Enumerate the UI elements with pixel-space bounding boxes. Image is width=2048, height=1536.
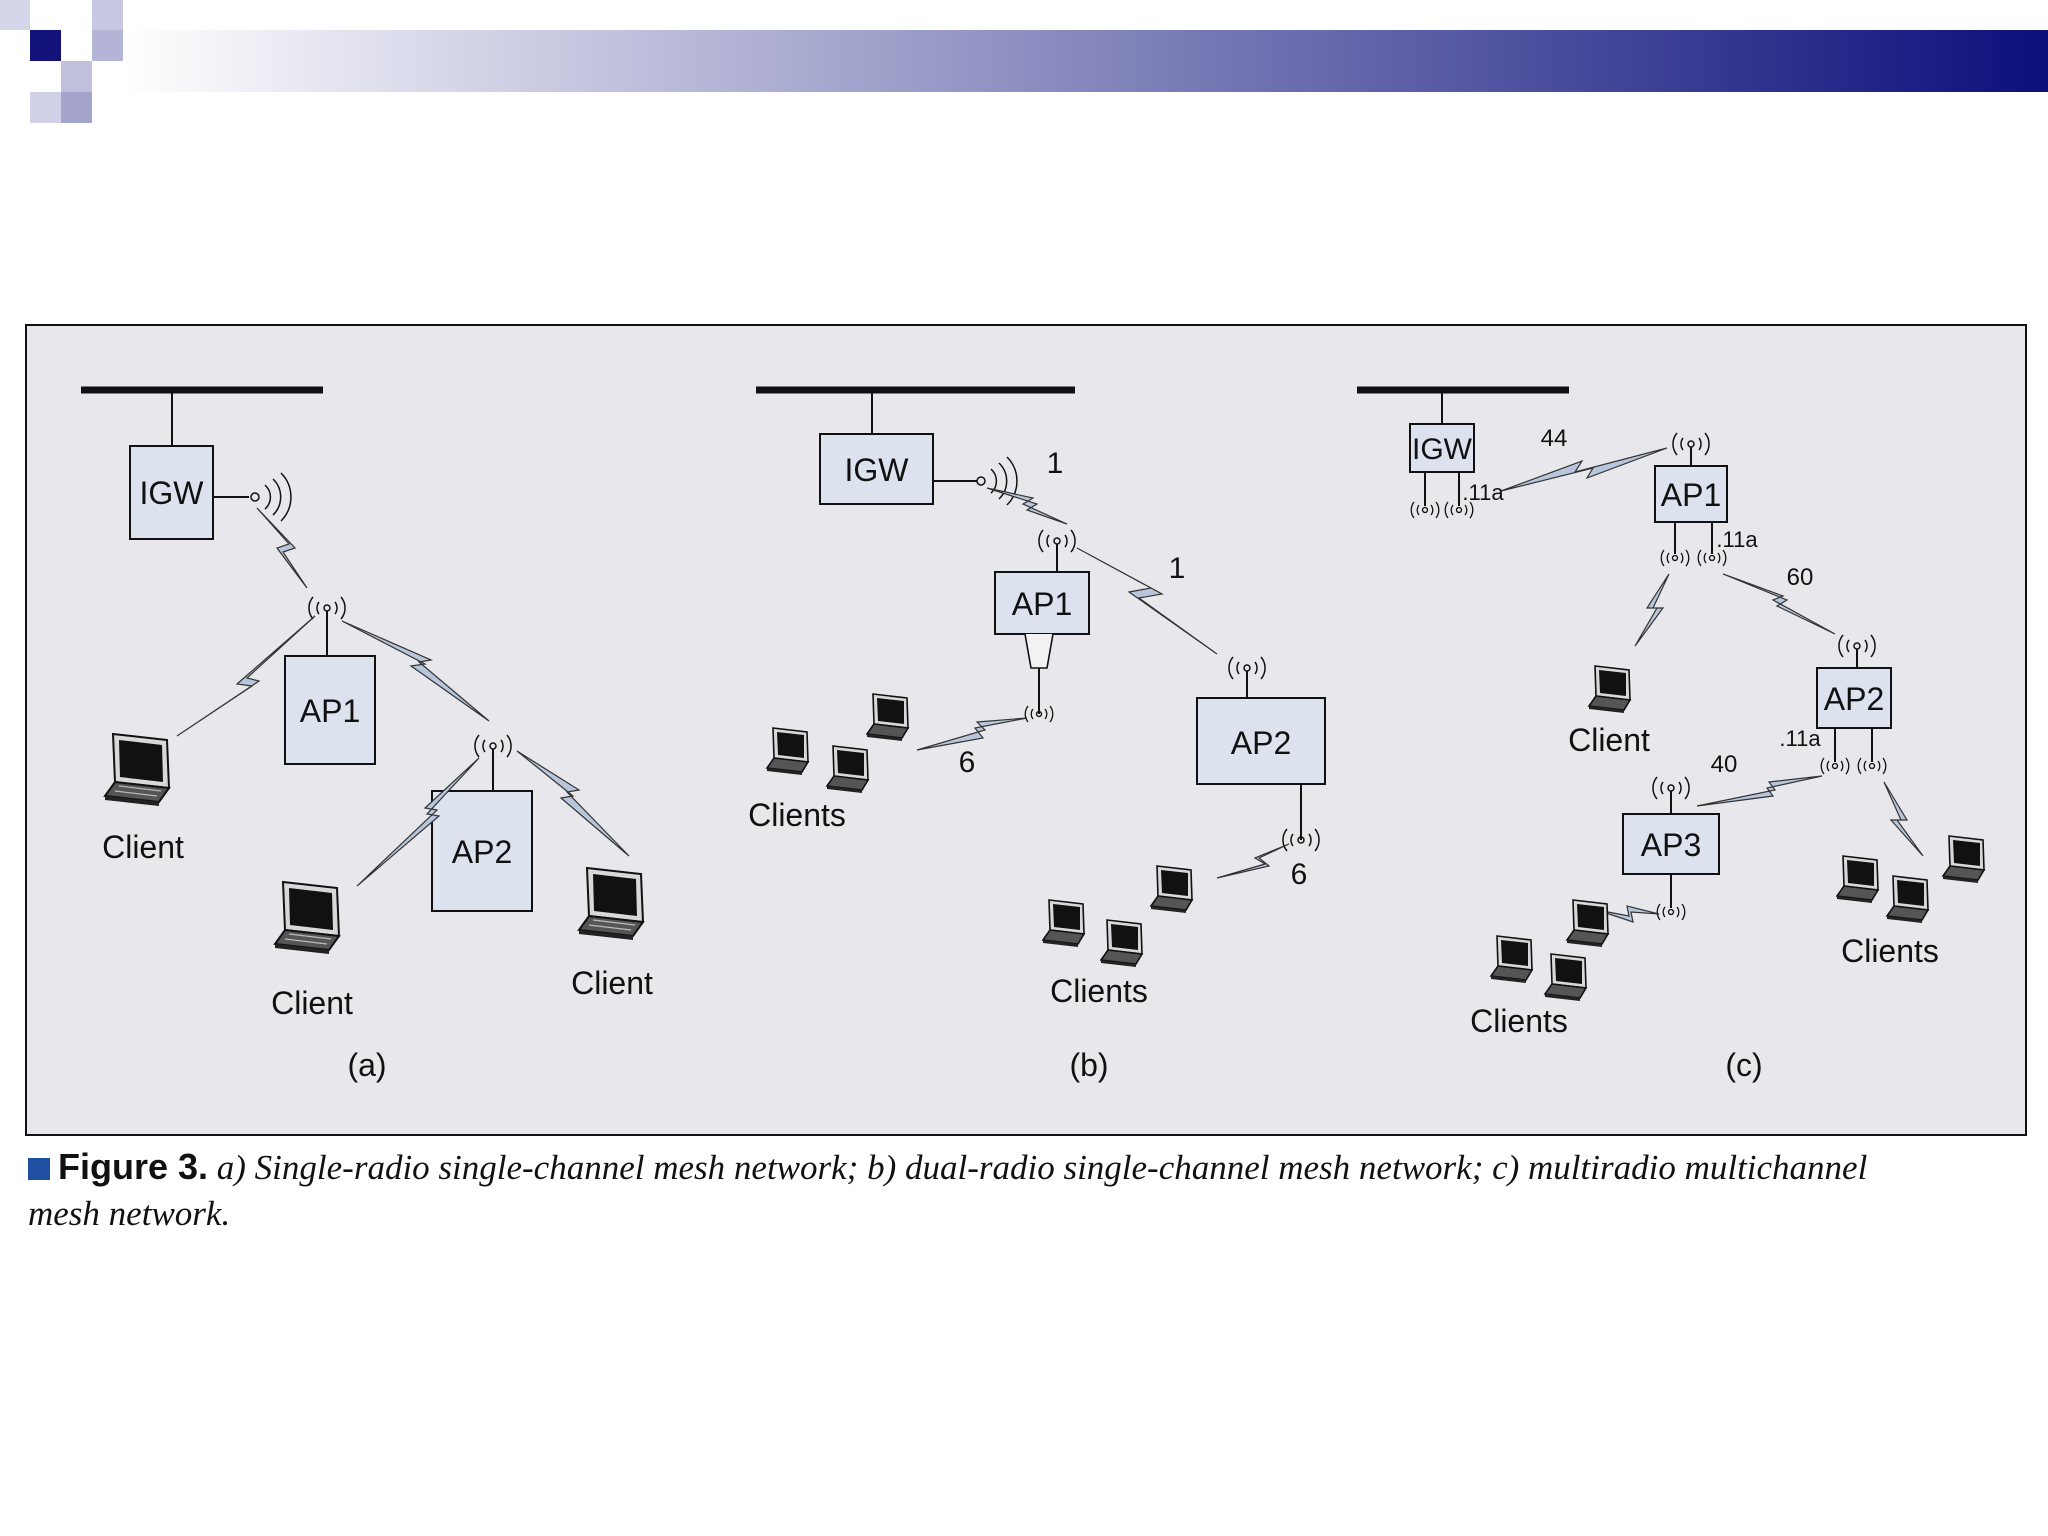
client-left-label-a: Client: [102, 829, 184, 865]
header-gradient-bar: [125, 30, 2048, 92]
channel-ap2-clients-b: 6: [1291, 858, 1308, 891]
sublabel-c: (c): [1725, 1047, 1762, 1083]
panel-a-single-radio: IGW AP1 AP2 Client Client Client (a): [81, 386, 653, 1083]
clients-left-label-b: Clients: [748, 797, 846, 833]
ap1-label-a: AP1: [300, 693, 360, 729]
link-igw-ap1-b: [986, 487, 1068, 525]
igw-antenna-a: [250, 472, 292, 522]
header-logo-squares: [0, 0, 123, 123]
link-igw-ap1-c: [1500, 447, 1668, 492]
laptop-client-left-a: [104, 733, 170, 807]
channel-ap1-clients-b: 6: [959, 746, 976, 779]
link-ap1-client-c: [1634, 573, 1670, 647]
clients-ap3-label-c: Clients: [1470, 1003, 1568, 1039]
ap1-radio-b: [1024, 633, 1054, 669]
igw-antenna-b: [976, 456, 1018, 506]
radio-ap1-c: .11a: [1716, 527, 1758, 552]
laptop-client-ap1-c: [1588, 665, 1631, 714]
caption-figure-label: Figure 3.: [58, 1146, 209, 1187]
ap2-node-a: AP2: [431, 790, 533, 912]
igw-node-c: IGW: [1409, 423, 1475, 473]
link-ap1-clients-b: [916, 717, 1028, 751]
ap3-label-c: AP3: [1641, 827, 1701, 863]
caption-text: a) Single-radio single-channel mesh netw…: [28, 1148, 1868, 1233]
igw-node-b: IGW: [819, 433, 934, 505]
link-ap2-client-right-a: [516, 750, 630, 857]
link-ap2-ap3-c: [1696, 775, 1823, 807]
laptop-client-right-a: [578, 867, 644, 941]
igw-label-b: IGW: [845, 452, 910, 488]
client-mid-label-a: Client: [271, 985, 353, 1021]
ap2-label-b: AP2: [1231, 725, 1291, 761]
ap1-node-c: AP1: [1654, 465, 1728, 523]
link-ap1-ap2-c: [1722, 573, 1836, 635]
link-ap2-clients-c: [1883, 781, 1924, 857]
clients-group-ap2-c: [1836, 835, 1985, 924]
clients-group-left-b: [766, 693, 909, 794]
igw-label-a: IGW: [140, 475, 205, 511]
ap2-node-c: AP2: [1816, 667, 1892, 729]
figure-caption: Figure 3. a) Single-radio single-channel…: [28, 1144, 1908, 1237]
ap2-label-a: AP2: [452, 834, 512, 870]
channel-ap2-ap3-c: 40: [1711, 751, 1738, 778]
slide-header-bar: [0, 0, 2048, 123]
channel-igw-ap1-c: 44: [1541, 425, 1568, 452]
link-ap2-client-mid-a: [356, 757, 480, 887]
sublabel-a: (a): [347, 1047, 386, 1083]
link-ap1-ap2-b: [1076, 547, 1218, 655]
sublabel-b: (b): [1069, 1047, 1108, 1083]
client-ap1-label-c: Client: [1568, 722, 1650, 758]
ap2-label-c: AP2: [1824, 681, 1884, 717]
link-ap1-ap2-a: [341, 620, 490, 722]
client-right-label-a: Client: [571, 965, 653, 1001]
radio-ap2-c: .11a: [1779, 726, 1821, 751]
link-ap1-client-left-a: [176, 615, 316, 737]
link-ap2-clients-b: [1216, 843, 1290, 879]
figure-panel: IGW AP1 AP2 Client Client Client (a): [25, 324, 2027, 1136]
link-igw-ap1-a: [256, 507, 308, 589]
clients-group-right-b: [1042, 865, 1193, 968]
caption-bullet-square: [28, 1158, 50, 1180]
ap1-label-b: AP1: [1012, 586, 1072, 622]
laptop-client-mid-a: [274, 881, 340, 955]
panel-b-dual-radio: IGW 1 AP1 1 6 AP2 6: [748, 386, 1326, 1083]
ap1-label-c: AP1: [1661, 477, 1721, 513]
igw-node-a: IGW: [129, 445, 214, 540]
clients-right-label-b: Clients: [1050, 973, 1148, 1009]
channel-ap1-ap2-b: 1: [1169, 552, 1186, 585]
ap1-node-a: AP1: [284, 655, 376, 765]
panel-c-multiradio: IGW .11a 44 AP1 .11a 60 Client AP2: [1357, 386, 1985, 1083]
ap1-node-b: AP1: [994, 571, 1090, 635]
channel-ap1-ap2-c: 60: [1787, 564, 1814, 591]
ap3-node-c: AP3: [1622, 813, 1720, 875]
radio-igw-c: .11a: [1462, 480, 1504, 505]
clients-ap2-label-c: Clients: [1841, 933, 1939, 969]
clients-group-ap3-c: [1490, 899, 1609, 1002]
ap2-node-b: AP2: [1196, 697, 1326, 785]
channel-igw-ap1-b: 1: [1047, 447, 1064, 480]
mesh-network-diagrams: IGW AP1 AP2 Client Client Client (a): [81, 386, 1985, 1083]
igw-label-c: IGW: [1412, 433, 1473, 466]
